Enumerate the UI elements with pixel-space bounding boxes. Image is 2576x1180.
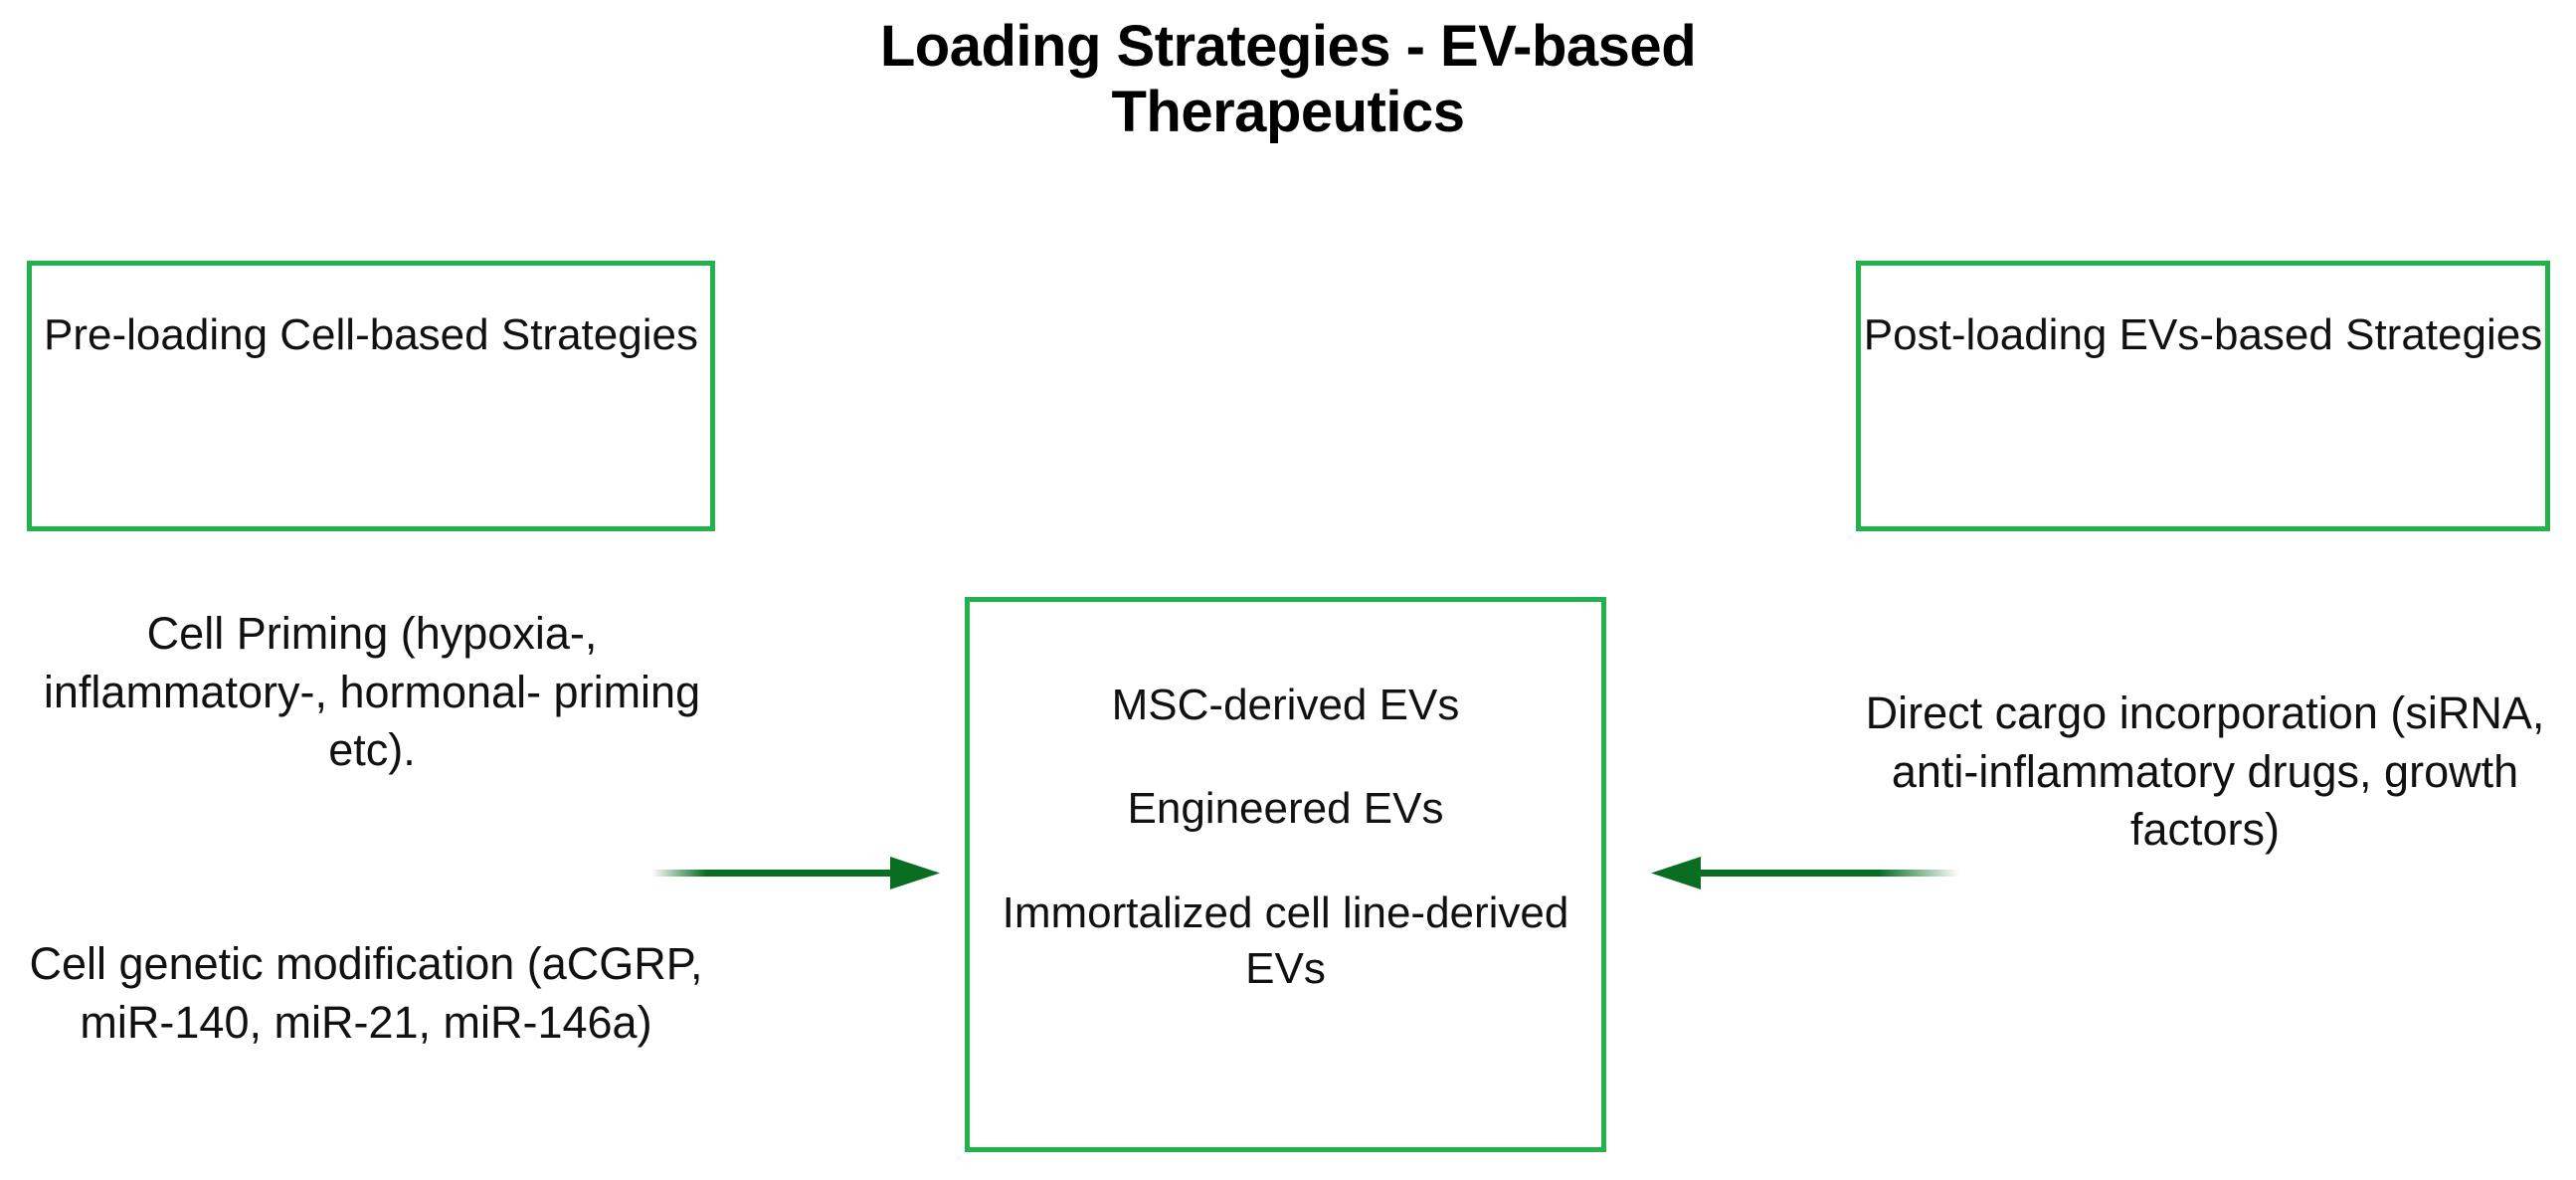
- box-pre-loading-cell-based-strategies: Pre-loading Cell-based Strategies: [27, 261, 715, 531]
- annotation-cell-priming-line-1: Cell Priming: [146, 608, 389, 659]
- annotation-cell-priming-line-2: (hypoxia-, inflammatory-,: [43, 608, 598, 717]
- annotation-cell-genetic-line-1: Cell genetic modification: [29, 938, 515, 989]
- annotation-cell-genetic-line-2: (aCGRP, miR-140, miR-21,: [80, 938, 703, 1048]
- annotation-direct-cargo-incorporation: Direct cargo incorporation (siRNA, anti-…: [1848, 685, 2562, 860]
- annotation-direct-cargo-line-1: Direct cargo incorporation: [1865, 688, 2378, 738]
- figure-title: Loading Strategies - EV-based Therapeuti…: [791, 14, 1785, 145]
- annotation-cell-genetic-modification: Cell genetic modification (aCGRP, miR-14…: [0, 935, 732, 1052]
- box-pre-loading-label: Pre-loading Cell-based Strategies: [32, 307, 710, 363]
- box-post-loading-label: Post-loading EVs-based Strategies: [1861, 307, 2545, 363]
- arrow-right-icon-left-side: [651, 844, 940, 903]
- annotation-cell-priming-line-3: hormonal- priming etc).: [328, 666, 701, 776]
- box-post-loading-evs-based-strategies: Post-loading EVs-based Strategies: [1856, 261, 2550, 531]
- box-pre-loading-line-2: Strategies: [500, 310, 698, 359]
- annotation-cell-genetic-line-3: miR-146a): [443, 996, 652, 1048]
- box-ev-sources: MSC-derived EVs Engineered EVs Immortali…: [965, 597, 1606, 1152]
- ev-source-item-msc: MSC-derived EVs: [1111, 681, 1460, 729]
- annotation-direct-cargo-line-2: (siRNA, anti-inflammatory: [1891, 688, 2545, 797]
- box-pre-loading-line-1: Pre-loading Cell-based: [44, 310, 489, 359]
- ev-source-item-immortalized: Immortalized cell line-derived EVs: [1002, 887, 1569, 993]
- box-post-loading-line-1: Post-loading EVs-based: [1863, 310, 2333, 359]
- arrow-left-icon-right-side: [1641, 844, 1959, 903]
- figure-title-line-1: Loading Strategies - EV-based: [879, 14, 1697, 79]
- figure-title-line-2: Therapeutics: [1111, 80, 1466, 145]
- ev-source-item-engineered: Engineered EVs: [1127, 784, 1444, 834]
- box-post-loading-line-2: Strategies: [2345, 310, 2543, 359]
- ev-sources-list: MSC-derived EVs Engineered EVs Immortali…: [982, 678, 1589, 997]
- annotation-cell-priming: Cell Priming (hypoxia-, inflammatory-, h…: [14, 605, 730, 780]
- annotation-direct-cargo-line-3: drugs, growth factors): [2129, 745, 2519, 856]
